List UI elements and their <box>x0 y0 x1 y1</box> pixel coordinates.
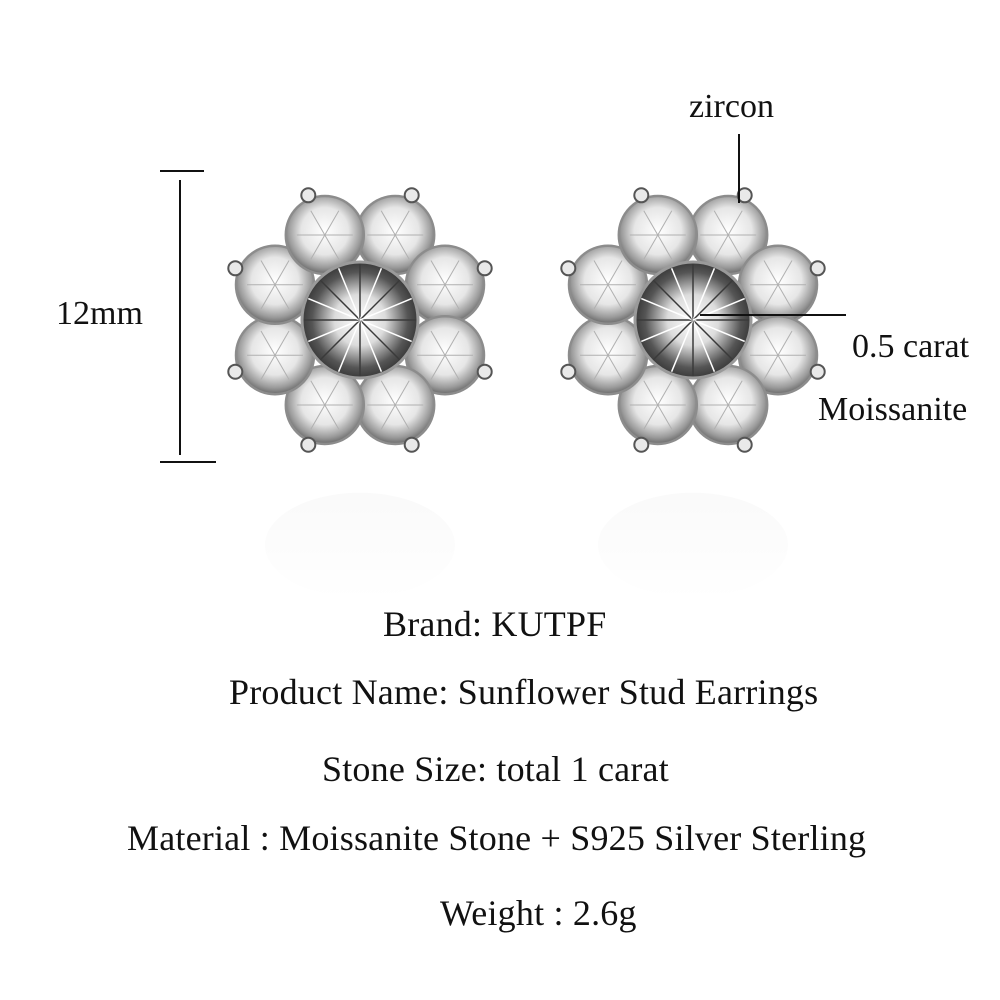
carat-label: 0.5 carat <box>852 328 970 365</box>
prong <box>403 436 420 453</box>
moissanite-label: Moissanite <box>818 391 967 428</box>
right-earring <box>560 187 826 453</box>
prong <box>476 260 493 277</box>
prong <box>736 436 753 453</box>
product-figure: 12mm zircon 0.5 carat Moissanite <box>0 88 1000 600</box>
weight-text: Weight : 2.6g <box>440 893 637 933</box>
left-earring <box>227 187 493 453</box>
brand-text: Brand: KUTPF <box>383 604 607 644</box>
material-text: Material : Moissanite Stone + S925 Silve… <box>127 818 867 858</box>
prong <box>633 187 650 204</box>
prong <box>300 187 317 204</box>
prong <box>476 363 493 380</box>
dimension-label: 12mm <box>56 295 143 332</box>
moissanite-callout: 0.5 carat Moissanite <box>700 314 970 428</box>
zircon-callout: zircon <box>689 88 774 203</box>
prong <box>403 187 420 204</box>
prong <box>809 363 826 380</box>
prong <box>633 436 650 453</box>
product-name-text: Product Name: Sunflower Stud Earrings <box>229 672 819 712</box>
stone-size-text: Stone Size: total 1 carat <box>322 749 669 789</box>
prong <box>560 260 577 277</box>
prong <box>227 363 244 380</box>
dimension-indicator: 12mm <box>56 170 216 463</box>
prong <box>227 260 244 277</box>
prong <box>736 187 753 204</box>
prong <box>300 436 317 453</box>
prong <box>560 363 577 380</box>
zircon-label: zircon <box>689 88 774 125</box>
prong <box>809 260 826 277</box>
